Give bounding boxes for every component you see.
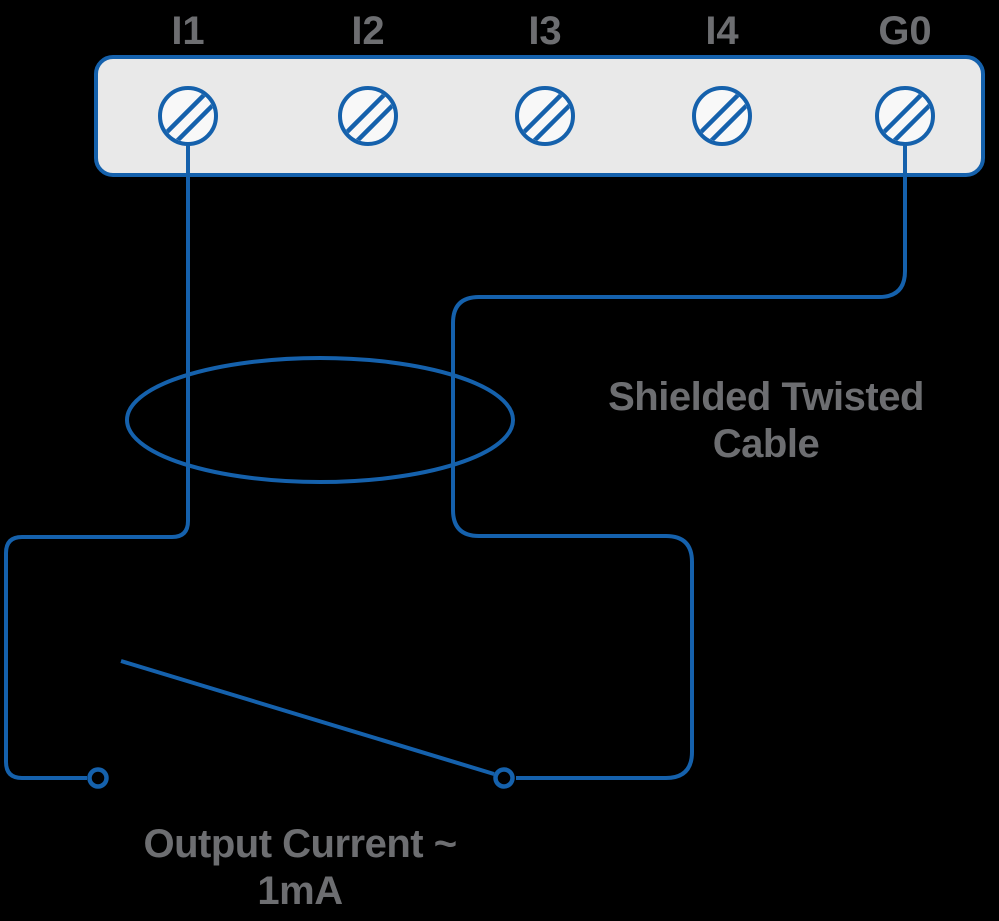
terminal-label-g0: G0 — [878, 9, 931, 53]
switch-blade — [120, 659, 495, 776]
output-annotation-line1: Output Current ~ — [143, 822, 456, 866]
terminal-label-i3: I3 — [528, 9, 561, 53]
terminal-label-i1: I1 — [171, 9, 204, 53]
output-annotation-line2: 1mA — [257, 869, 342, 913]
wire-g0-to-sensor — [451, 116, 907, 780]
switch-contact-left-icon — [87, 767, 109, 789]
cable-shield-ellipse — [125, 356, 515, 484]
cable-annotation-line1: Shielded Twisted — [608, 375, 924, 419]
wire-i1-to-sensor — [4, 116, 190, 780]
terminal-label-i2: I2 — [351, 9, 384, 53]
cable-annotation-line2: Cable — [713, 422, 819, 466]
terminal-label-i4: I4 — [705, 9, 739, 53]
switch-contact-right-icon — [493, 767, 515, 789]
